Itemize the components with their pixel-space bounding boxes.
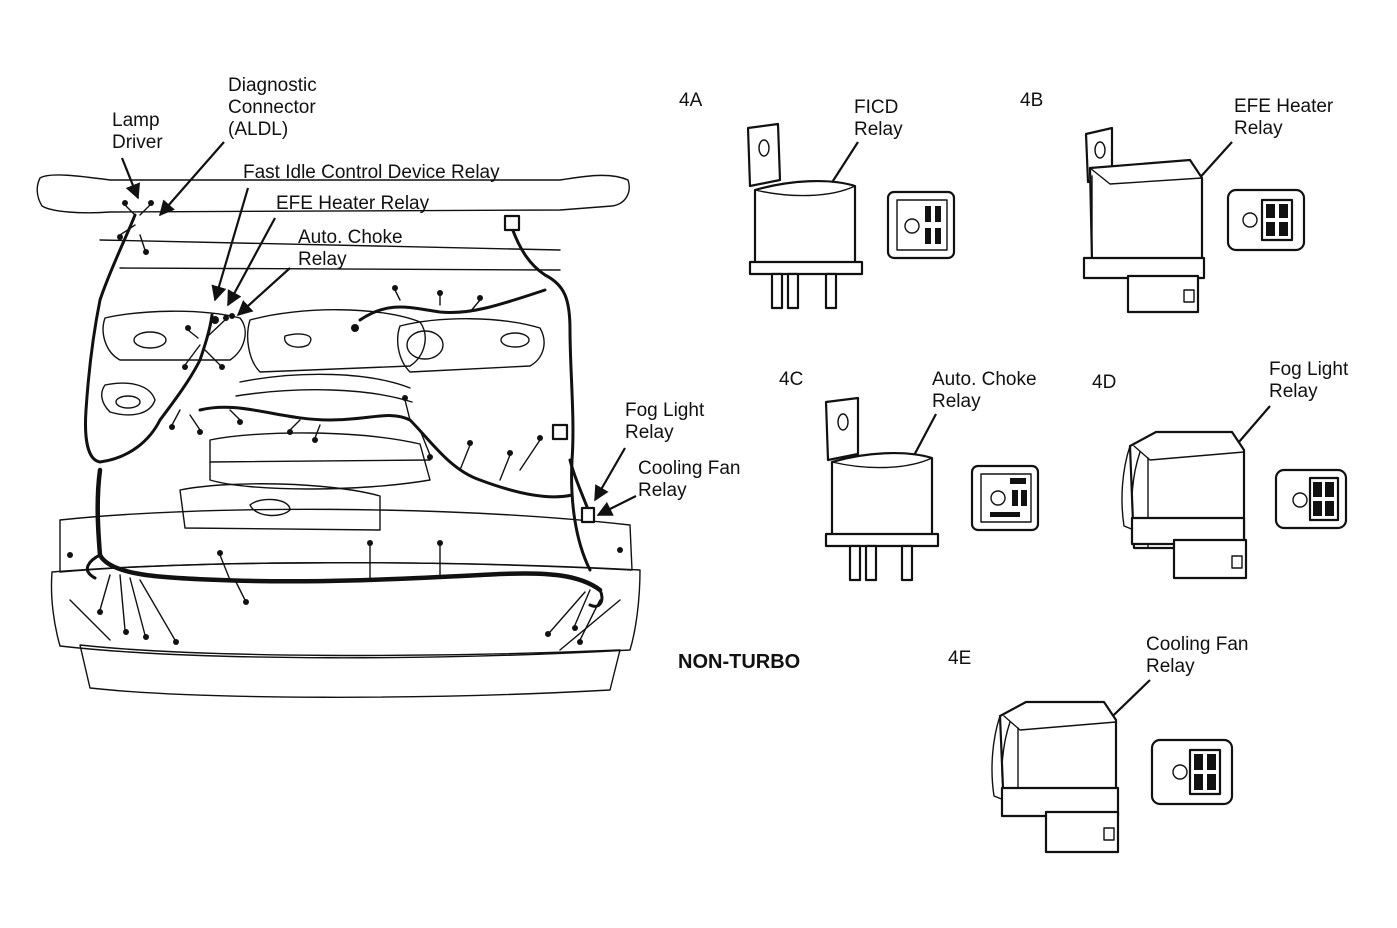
relay-4c-drawing: [824, 396, 1040, 582]
label-auto-choke-relay: Auto. Choke Relay: [298, 227, 403, 270]
label-diagnostic-connector: Diagnostic Connector (ALDL): [228, 75, 317, 140]
relay-4d-drawing: [1121, 430, 1348, 580]
detail-tag-4a: 4A: [679, 90, 703, 111]
engine-compartment-illustration: [36, 174, 641, 698]
detail-tag-4b: 4B: [1020, 90, 1044, 111]
detail-tag-4e: 4E: [948, 648, 972, 669]
relay-4b-drawing: [1082, 126, 1306, 314]
detail-label-4a: FICD Relay: [854, 97, 903, 140]
wiring-harness: [67, 200, 623, 645]
detail-label-4e: Cooling Fan Relay: [1146, 634, 1249, 677]
label-efe-heater-relay: EFE Heater Relay: [276, 193, 430, 214]
relay-4e-drawing: [991, 700, 1234, 854]
relay-4a-drawing: [746, 122, 956, 310]
label-fog-light-relay: Fog Light Relay: [625, 400, 705, 443]
label-lamp-driver: Lamp Driver: [112, 110, 163, 153]
label-cooling-fan-relay: Cooling Fan Relay: [638, 458, 741, 501]
detail-label-4b: EFE Heater Relay: [1234, 96, 1334, 139]
label-non-turbo: NON-TURBO: [678, 651, 801, 673]
detail-label-4d: Fog Light Relay: [1269, 359, 1349, 402]
detail-tag-4d: 4D: [1092, 372, 1117, 393]
detail-label-4c: Auto. Choke Relay: [932, 369, 1037, 412]
label-ficd-relay: Fast Idle Control Device Relay: [243, 162, 500, 183]
detail-tag-4c: 4C: [779, 369, 804, 390]
